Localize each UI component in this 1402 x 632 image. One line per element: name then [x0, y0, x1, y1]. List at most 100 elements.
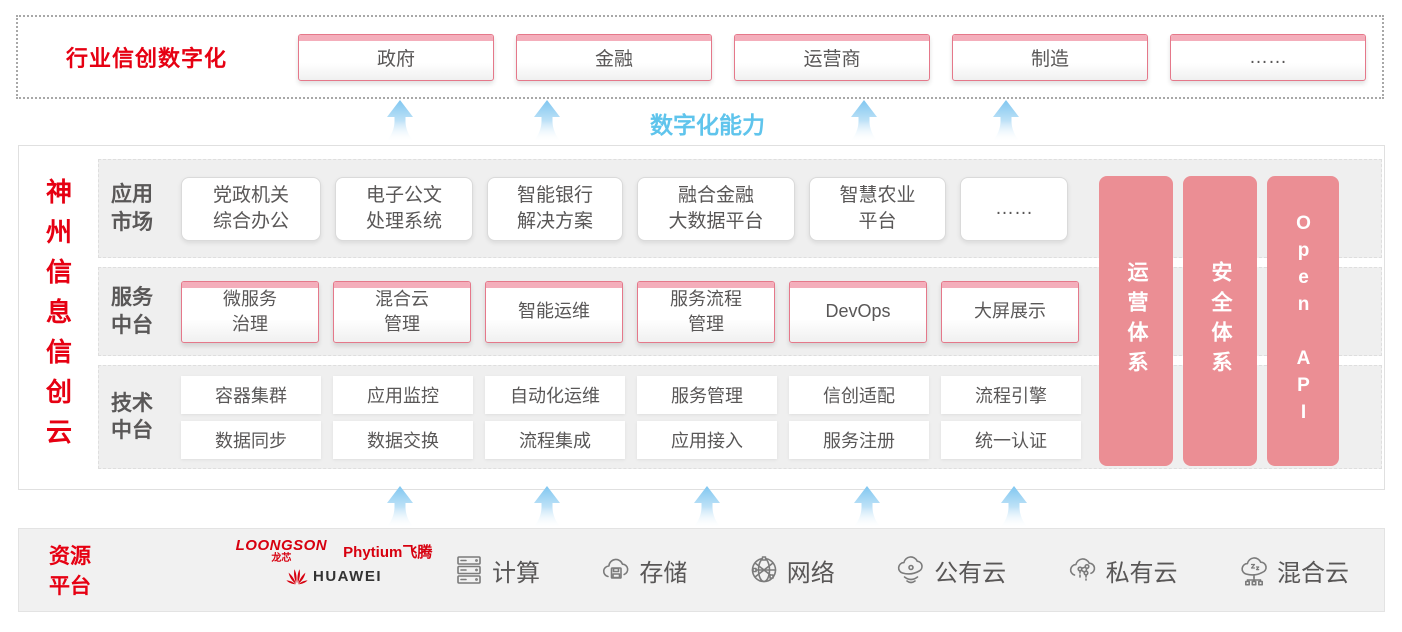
resource-item-hybrid-cloud: 混合云	[1236, 552, 1349, 588]
tech-box: 数据同步	[181, 420, 321, 459]
up-arrow-icon	[853, 486, 881, 528]
app-box-label: 党政机关 综合办公	[212, 184, 289, 232]
tech-row-boxes: 容器集群 数据同步 应用监控 数据交换 自动化运维 流程集成 服务管理 应用接入…	[181, 375, 1081, 459]
app-box: 智慧农业 平台	[809, 176, 946, 241]
app-box-label: 智能银行 解决方案	[516, 184, 593, 232]
resource-items: 计算 存储	[451, 529, 1349, 611]
resource-item-network: 网络	[746, 552, 835, 588]
vendor-logos: LOONGSON 龙芯 Phytium飞腾 HUAWEI	[209, 538, 459, 585]
resource-item-label: 公有云	[934, 559, 1007, 587]
phytium-logo: Phytium飞腾	[343, 544, 433, 561]
tech-box: 应用监控	[333, 375, 473, 414]
app-box-label: 智慧农业 平台	[839, 184, 916, 232]
up-arrow-icon	[693, 486, 721, 528]
resource-item-private-cloud: 私有云	[1065, 552, 1178, 588]
service-box: 服务流程 管理	[637, 280, 775, 343]
tech-box-label: 数据同步	[215, 430, 287, 451]
loongson-logo: LOONGSON 龙芯	[236, 538, 328, 564]
industry-box-government: 政府	[298, 34, 494, 81]
tech-box-label: 服务注册	[823, 430, 895, 451]
up-arrow-icon	[386, 100, 414, 142]
resource-panel: 资源 平台 LOONGSON 龙芯 Phytium飞腾	[18, 528, 1385, 612]
industry-box-finance: 金融	[516, 34, 712, 81]
app-market-label: 应用 市场	[111, 183, 153, 234]
tech-box: 信创适配	[789, 375, 929, 414]
tech-box: 服务管理	[637, 375, 777, 414]
tech-box: 服务注册	[789, 420, 929, 459]
up-arrow-icon	[533, 486, 561, 528]
capability-label: 数字化能力	[650, 112, 765, 138]
service-box: 混合云 管理	[333, 280, 471, 343]
pillar-security: 安全体系	[1183, 176, 1257, 466]
hybrid-cloud-icon	[1241, 557, 1267, 586]
app-box-label: 融合金融 大数据平台	[668, 184, 764, 232]
public-cloud-icon	[898, 556, 923, 584]
app-market-boxes: 党政机关 综合办公 电子公文 处理系统 智能银行 解决方案 融合金融 大数据平台…	[181, 176, 1068, 241]
service-row-label: 服务 中台	[111, 286, 153, 337]
tech-box-label: 容器集群	[215, 385, 287, 406]
tech-box: 应用接入	[637, 420, 777, 459]
resource-item-label: 私有云	[1105, 559, 1178, 587]
industry-box-manufacturing: 制造	[952, 34, 1148, 81]
private-cloud-icon	[1069, 558, 1095, 581]
app-box: 智能银行 解决方案	[487, 176, 623, 241]
service-box-label: 智能运维	[518, 301, 590, 322]
huawei-logo: HUAWEI	[286, 568, 382, 585]
industry-band-title: 行业信创数字化	[66, 46, 228, 71]
compute-icon	[457, 556, 481, 584]
tech-box: 流程引擎	[941, 375, 1081, 414]
resource-item-label: 计算	[492, 559, 540, 587]
service-box: DevOps	[789, 280, 927, 343]
up-arrow-icon	[1000, 486, 1028, 528]
service-box-label: 服务流程 管理	[670, 289, 742, 334]
platform-panel: 神州信息信创云 应用 市场 党政机关 综合办公 电子公文 处理系统 智能银行 解…	[18, 145, 1385, 490]
tech-box-label: 流程集成	[519, 430, 591, 451]
pillar-open-api: Open API	[1267, 176, 1339, 466]
tech-box-label: 流程引擎	[975, 385, 1047, 406]
industry-box-more: ……	[1170, 34, 1366, 81]
service-box-label: 混合云 管理	[375, 289, 429, 334]
service-box: 微服务 治理	[181, 280, 319, 343]
tech-box-label: 服务管理	[671, 385, 743, 406]
industry-label: ……	[1249, 46, 1287, 68]
pillar-operations: 运营体系	[1099, 176, 1173, 466]
industry-label: 金融	[594, 49, 633, 70]
service-box: 智能运维	[485, 280, 623, 343]
app-box: 融合金融 大数据平台	[637, 176, 795, 241]
up-arrow-icon	[386, 486, 414, 528]
tech-box-label: 应用监控	[367, 385, 439, 406]
industry-row: 政府 金融 运营商 制造 ……	[298, 34, 1366, 81]
resource-item-label: 网络	[786, 559, 835, 587]
up-arrow-icon	[992, 100, 1020, 142]
loongson-wordmark: LOONGSON	[235, 537, 328, 554]
tech-box-label: 数据交换	[367, 430, 439, 451]
tech-box: 数据交换	[333, 420, 473, 459]
up-arrow-icon	[850, 100, 878, 142]
industry-label: 运营商	[803, 49, 861, 70]
service-box-label: 大屏展示	[974, 301, 1046, 322]
industry-band: 行业信创数字化 政府 金融 运营商 制造 ……	[16, 15, 1384, 99]
service-box: 大屏展示	[941, 280, 1079, 343]
tech-box-label: 自动化运维	[510, 385, 600, 406]
industry-label: 政府	[376, 49, 415, 70]
network-icon	[751, 556, 777, 583]
industry-label: 制造	[1030, 49, 1069, 70]
tech-box-label: 统一认证	[975, 430, 1047, 451]
tech-box-label: 应用接入	[671, 430, 743, 451]
app-box: 党政机关 综合办公	[181, 176, 321, 241]
storage-icon	[603, 558, 629, 579]
service-box-label: DevOps	[825, 301, 891, 322]
app-box-label: ……	[995, 197, 1033, 219]
resource-item-label: 混合云	[1276, 559, 1349, 587]
loongson-cn-label: 龙芯	[271, 553, 292, 564]
tech-box: 流程集成	[485, 420, 625, 459]
huawei-flower-icon	[286, 569, 308, 585]
tech-row: 技术 中台 容器集群 数据同步 应用监控 数据交换 自动化运维 流程集成 服务管…	[98, 365, 1382, 469]
service-row-boxes: 微服务 治理 混合云 管理 智能运维 服务流程 管理 DevOps 大屏展示	[181, 280, 1079, 343]
app-box-more: ……	[960, 176, 1068, 241]
app-box-label: 电子公文 处理系统	[365, 184, 442, 232]
resource-panel-title: 资源 平台	[49, 545, 91, 599]
tech-box: 统一认证	[941, 420, 1081, 459]
tech-box-label: 信创适配	[823, 385, 895, 406]
